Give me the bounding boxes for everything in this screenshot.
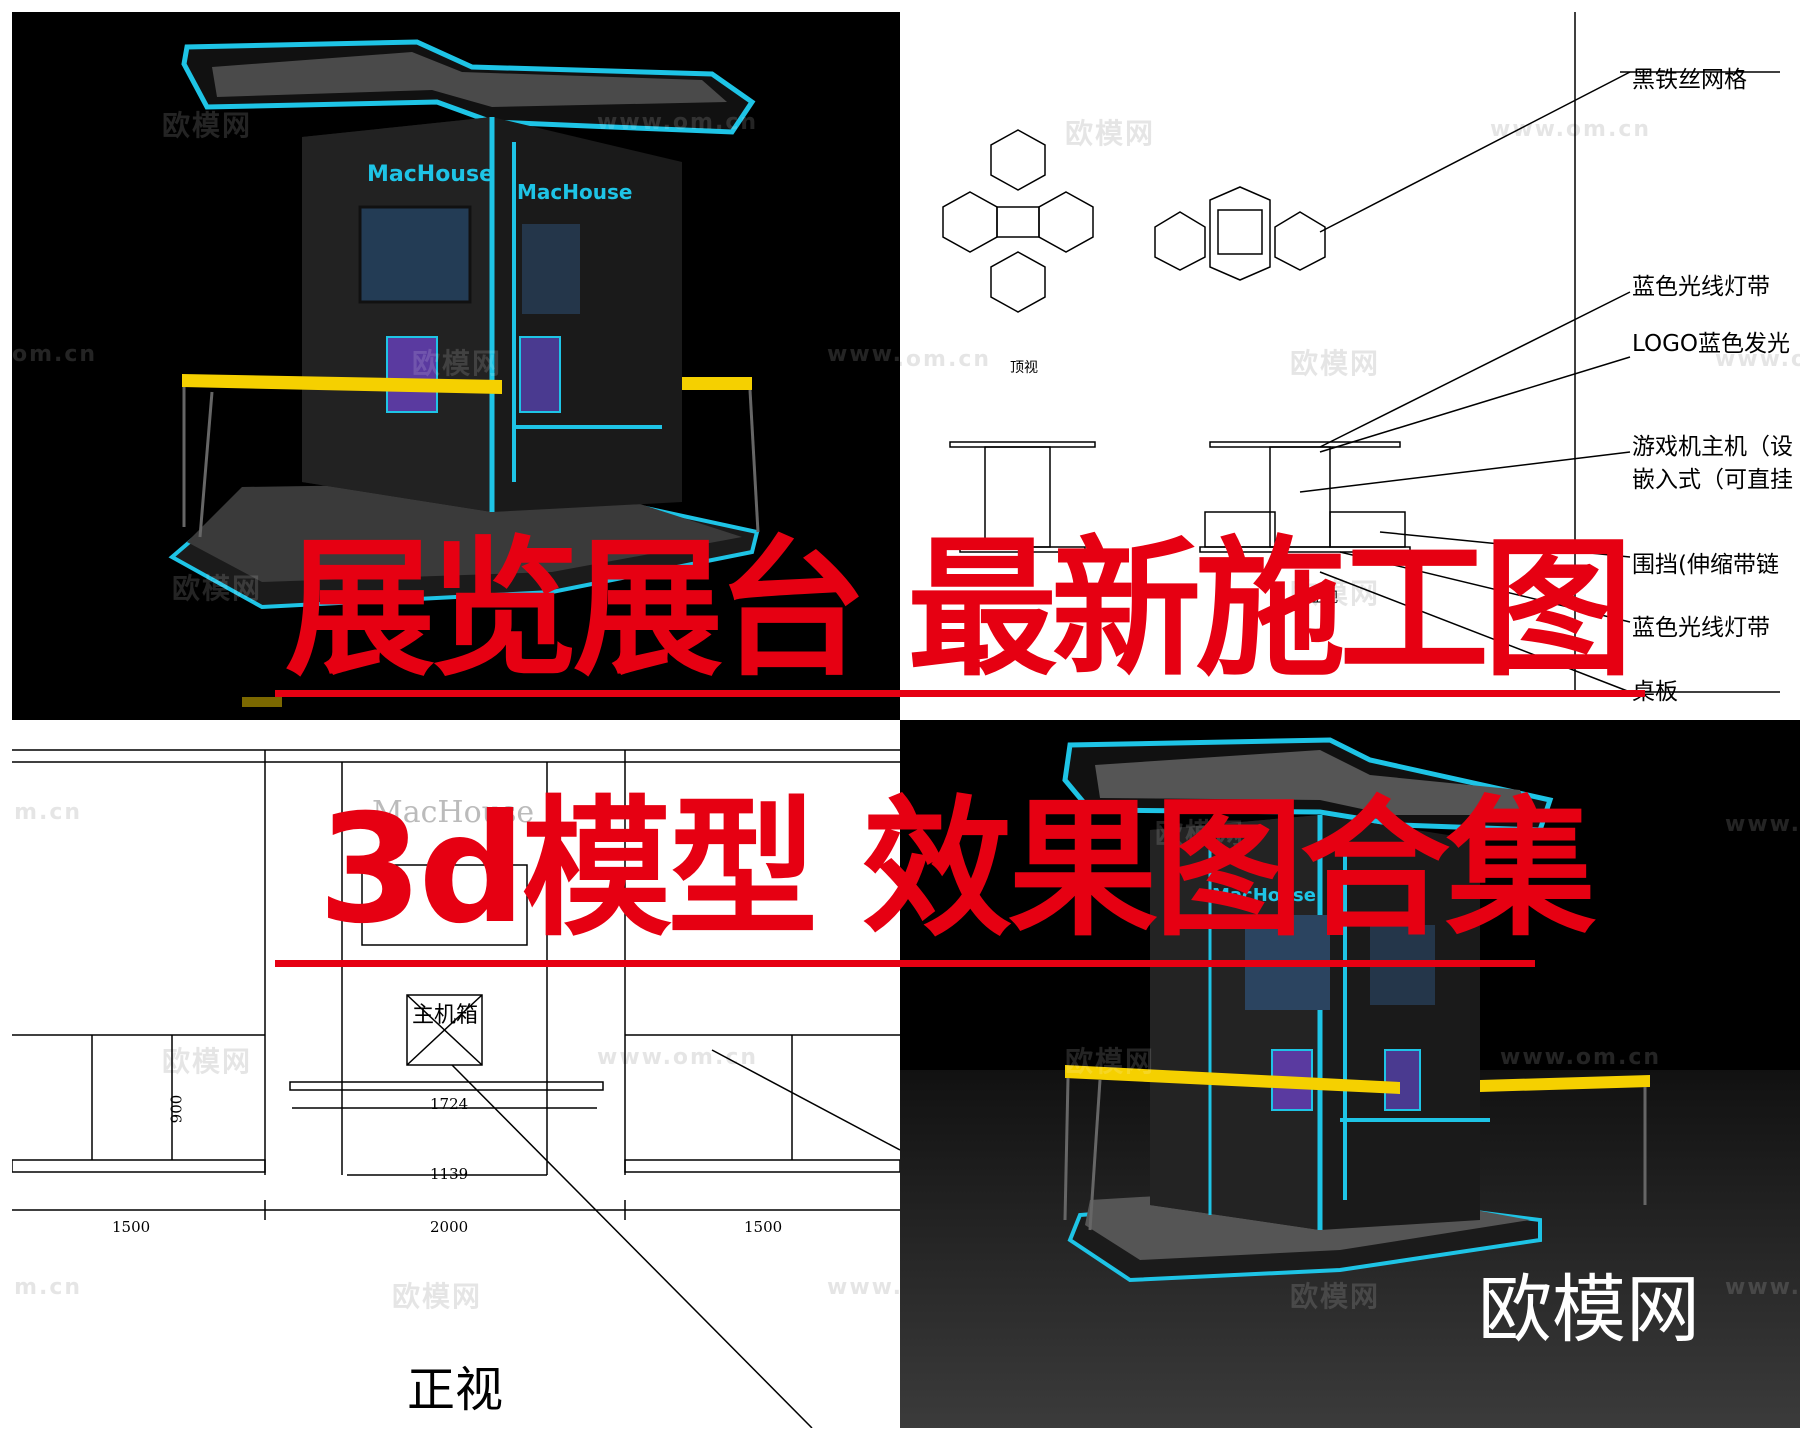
booth-logo-text-side: MacHouse	[517, 180, 633, 204]
watermark-url: www.om.cn	[827, 1275, 900, 1300]
watermark: 欧模网	[1290, 347, 1381, 380]
watermark: 欧模网	[1290, 1280, 1381, 1313]
callout-game-host: 游戏机主机（设	[1632, 434, 1793, 460]
watermark-url: www.om.cn	[597, 1045, 759, 1070]
cad-plan-drawing	[942, 12, 1780, 693]
headline-line-2: 3d模型 效果图合集	[318, 783, 1596, 957]
cad-elevation-panel: 主机箱 1500 2000 1500 900 1724 1139 正视 MacH…	[12, 720, 900, 1428]
dim-right-width: 1500	[744, 1218, 783, 1236]
watermark-url: www.om.cn	[827, 342, 900, 367]
watermark: 欧模网	[162, 109, 253, 142]
watermark: 欧模网	[1065, 117, 1156, 150]
headline-underline-2	[275, 960, 1535, 967]
dim-center-width: 2000	[430, 1218, 469, 1236]
host-box-label: 主机箱	[412, 1003, 479, 1028]
watermark-url: www.om.cn	[1725, 1275, 1800, 1300]
booth-render-illustration	[168, 39, 760, 707]
render-panel-top-left: MacHouse MacHouse 欧模网 www.om.cn om.cn 欧模…	[12, 12, 900, 720]
watermark-url: om.cn	[12, 800, 83, 825]
callout-wire-mesh: 黑铁丝网格	[1632, 67, 1747, 93]
watermark-url: www.om.cn	[900, 347, 992, 372]
dim-inner-width: 1139	[430, 1165, 469, 1183]
elevation-logo-text: MacHouse	[372, 795, 535, 830]
watermark: 欧模网	[1290, 577, 1381, 610]
watermark-url: www.om.cn	[1715, 347, 1800, 372]
watermark-url: om.cn	[12, 342, 98, 367]
render-panel-bottom-right: MacHouse 欧模网 www.om.cn 欧模网 www.om.cn 欧模网…	[900, 720, 1800, 1428]
callout-blue-led-strip-2: 蓝色光线灯带	[1632, 615, 1770, 641]
booth-render-illustration-2	[900, 737, 1800, 1428]
callout-barrier: 围挡(伸缩带链	[1632, 552, 1779, 578]
callout-embedded: 嵌入式（可直挂	[1632, 467, 1793, 493]
callout-blue-led-strip: 蓝色光线灯带	[1632, 274, 1770, 300]
watermark: 欧模网	[162, 1045, 253, 1078]
callout-logo-blue: LOGO蓝色发光	[1632, 331, 1791, 357]
watermark: 欧模网	[1155, 817, 1246, 850]
watermark-url: www.om.cn	[1725, 812, 1800, 837]
watermark-url: www.om.cn	[1490, 117, 1652, 142]
watermark: 欧模网	[392, 1280, 483, 1313]
watermark: 欧模网	[1065, 1045, 1156, 1078]
booth-logo-text: MacHouse	[1212, 885, 1316, 906]
booth-logo-text: MacHouse	[367, 162, 494, 187]
watermark: 欧模网	[412, 347, 503, 380]
dim-left-width: 1500	[112, 1218, 151, 1236]
front-view-label: 正视	[407, 1362, 504, 1418]
top-view-label: 顶视	[1010, 360, 1038, 376]
dim-desk-length: 1724	[430, 1095, 469, 1113]
brand-logo-text: 欧模网	[1478, 1267, 1700, 1353]
headline-underline-1	[275, 690, 1645, 697]
callout-table-board: 桌板	[1632, 679, 1678, 705]
headline-line-1: 展览展台 最新施工图	[285, 523, 1633, 697]
cad-plan-panel: 顶视 正视 黑铁丝网格 蓝色光线灯带 LOGO蓝色发光 游戏机主机（设 嵌入式（…	[900, 12, 1800, 720]
watermark: 欧模网	[172, 572, 263, 605]
front-view-small-label: 正视	[1310, 590, 1338, 606]
watermark-url: www.om.cn	[597, 110, 759, 135]
dim-height: 900	[167, 1094, 186, 1124]
watermark-url: www.om.cn	[1500, 1045, 1662, 1070]
watermark-url: om.cn	[12, 1275, 83, 1300]
